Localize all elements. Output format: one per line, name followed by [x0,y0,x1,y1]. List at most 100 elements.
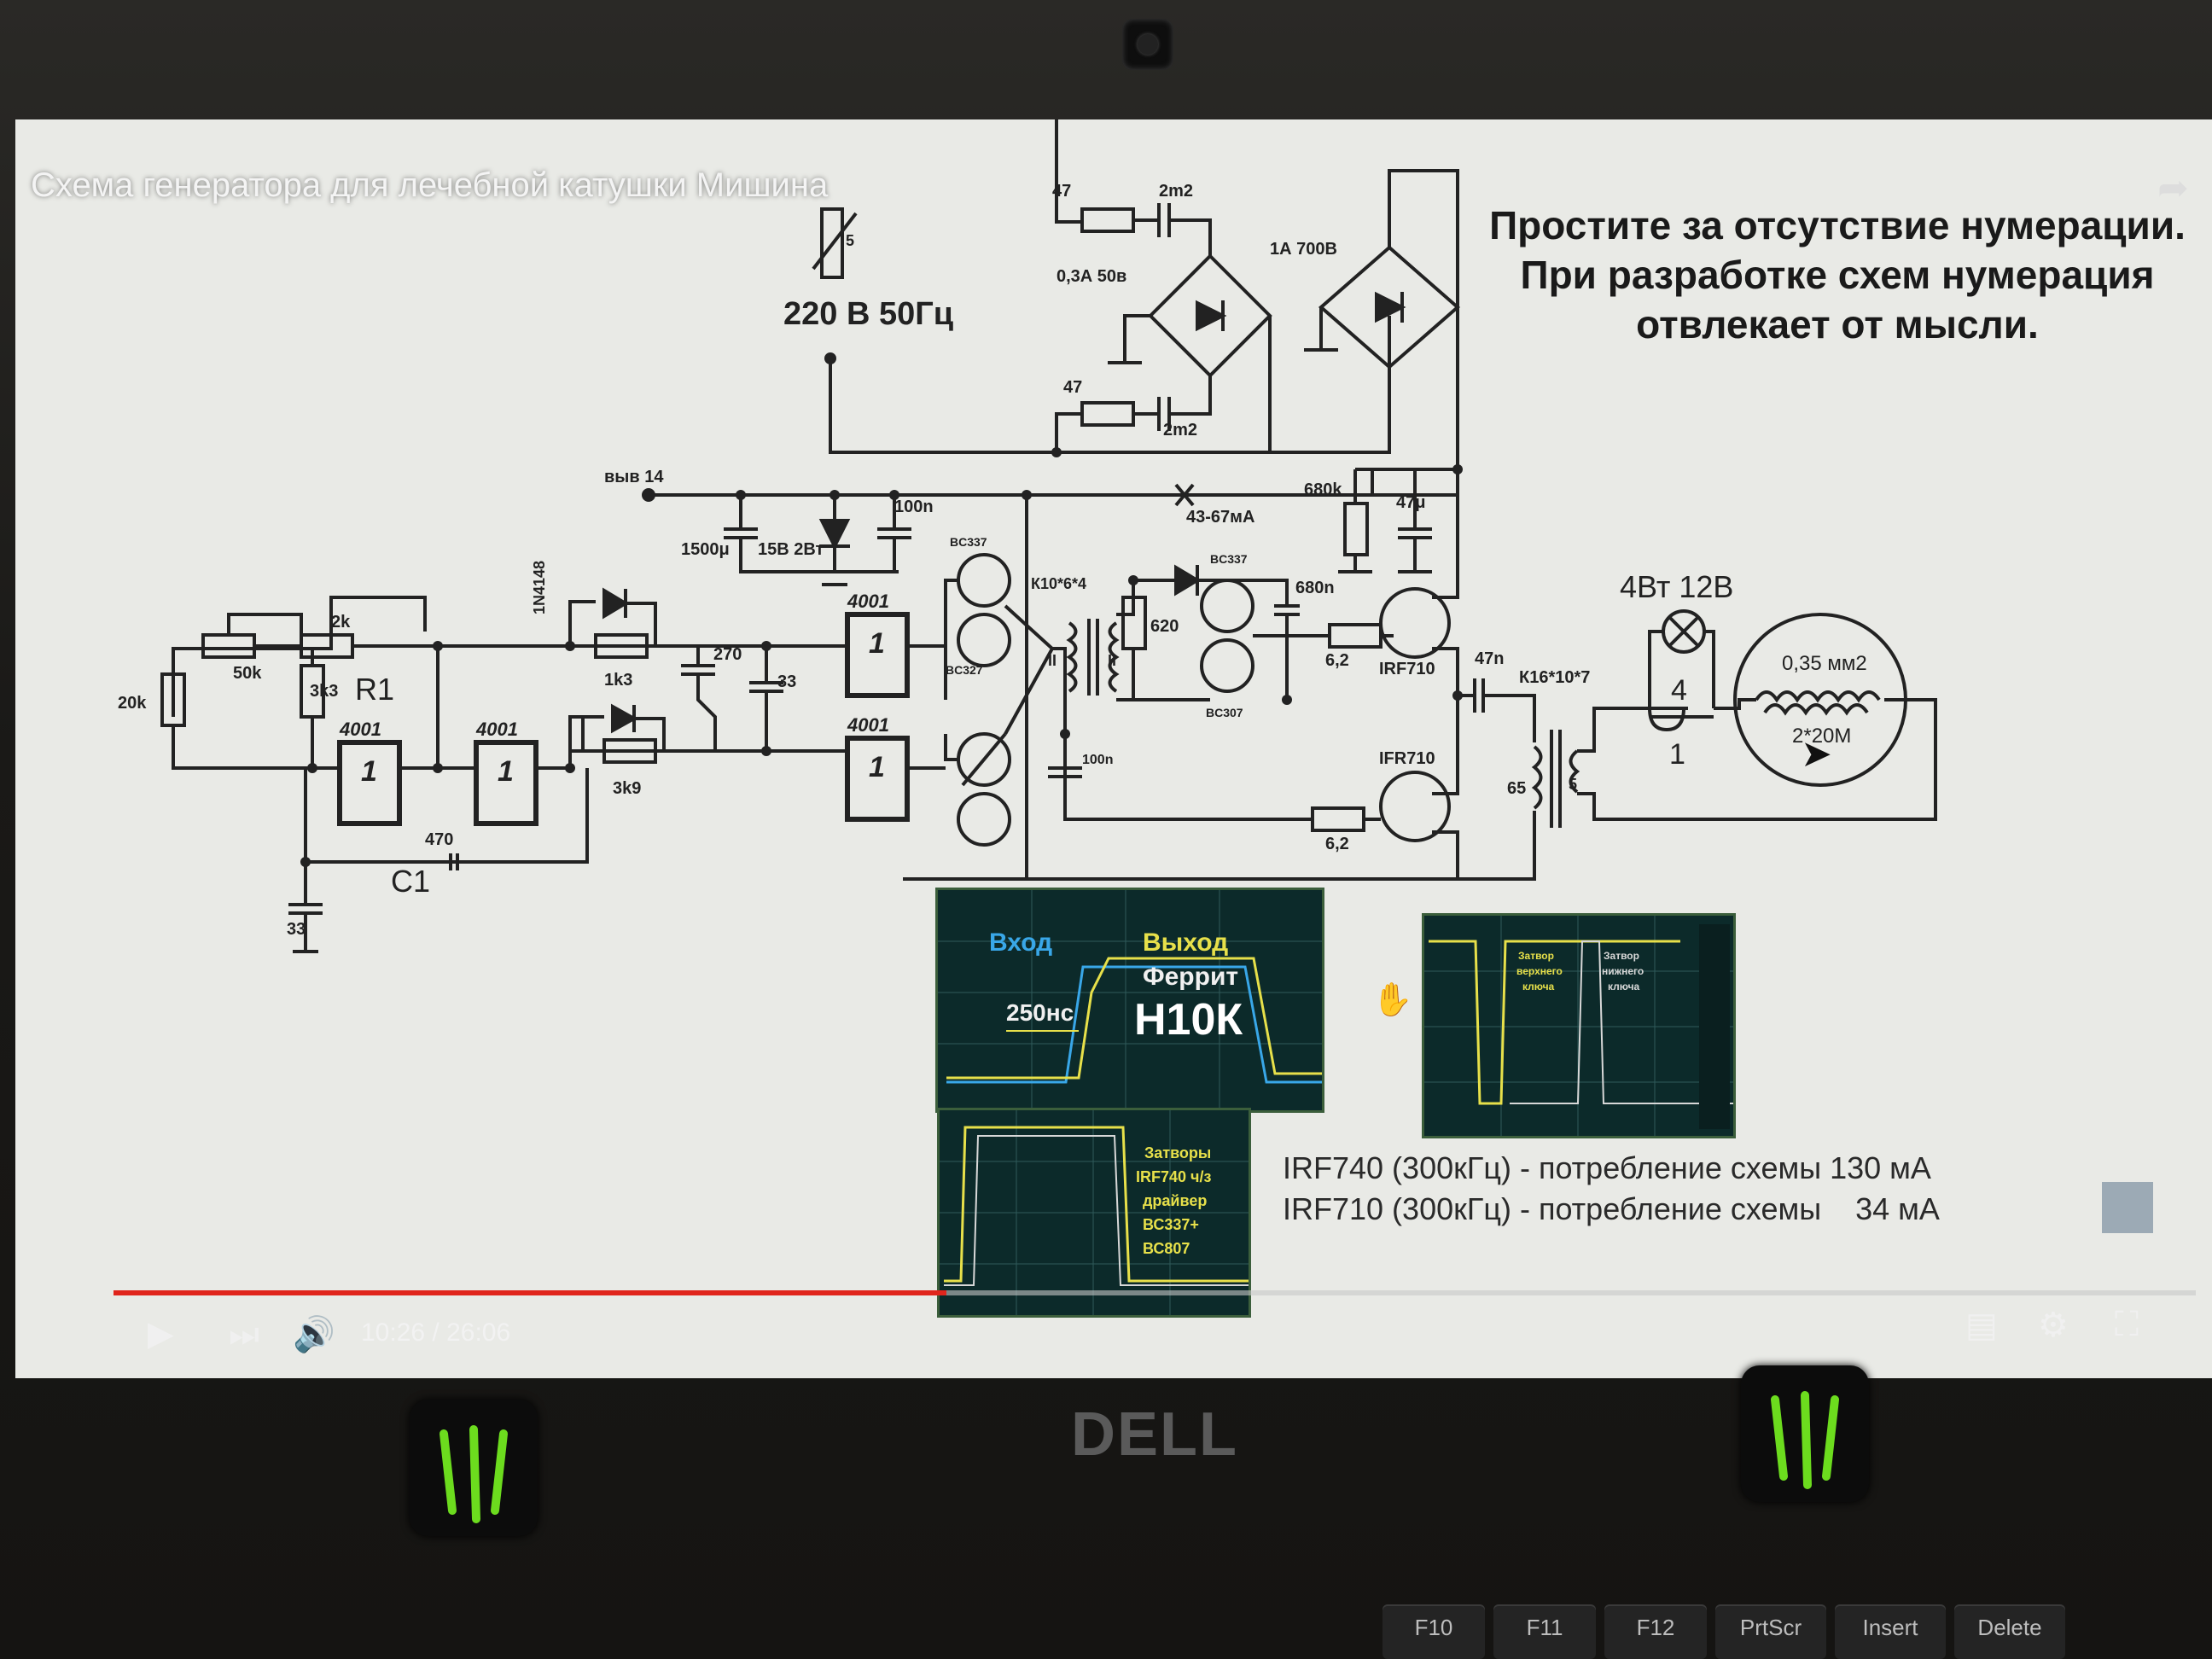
gate-a-symbol: 1 [361,755,377,788]
out-turns-label: 1 [1669,738,1685,771]
channel-watermark-icon[interactable] [2102,1182,2153,1233]
pin14-label: выв 14 [604,468,664,486]
key-f11[interactable]: F11 [1493,1604,1596,1659]
settings-hd-icon[interactable]: ⚙ [2038,1307,2069,1344]
monster-sticker-right [1741,1365,1869,1502]
circuit-schematic: 220 В 50Гц выв 14 47 2m2 47 2m2 0,3А 50в… [118,119,1937,953]
gate-4001-b-label: 4001 [475,719,518,740]
irf710-bottom-label: IFR710 [1379,749,1435,768]
r6-2-bottom-label: 6,2 [1325,835,1349,853]
c2m2-bottom-label: 2m2 [1163,421,1197,439]
w65-label: 65 [1507,779,1526,798]
key-prtscr[interactable]: PrtScr [1715,1604,1826,1659]
lamp-label: 4Вт 12В [1620,569,1733,604]
lamp-turns-label: 4 [1671,674,1687,707]
scope-gates-traces [940,1110,1249,1315]
consumption-note: IRF740 (300кГц) - потребление схемы 130 … [1283,1148,1940,1230]
scope-time-label: 250нс [1006,999,1074,1026]
r6-2-top-label: 6,2 [1325,651,1349,670]
c100n-top-label: 100n [894,498,934,516]
c33-mid-label: 33 [777,672,796,691]
scope-gates-line-5: ВС807 [1143,1240,1190,1257]
bc327-top-label: BC327 [946,663,983,677]
laptop-brand-logo: DELL [1071,1400,1238,1469]
mouse-pointer-icon: ➤ [1801,733,1832,775]
scope-gates-line-2: IRF740 ч/з [1136,1168,1212,1185]
w5-label: 5 [1569,776,1577,793]
tr-ii-a-label: II [1048,652,1057,669]
player-controls: ▶ ⏭ 🔊 10:26 / 26:06 ▤ ⚙ ⛶ [15,1306,2212,1374]
tr-ii-b-label: II [1108,652,1116,669]
r50k-label: 50k [233,664,262,683]
irf710-top-label: IRF710 [1379,660,1435,678]
next-icon[interactable]: ⏭ [229,1316,259,1353]
monster-logo-right-icon [1771,1391,1839,1489]
r3k3-label: 3k3 [310,682,338,701]
scope-lower-line-1: Затвор [1604,950,1639,962]
apology-line-2: При разработке схем нумерация [1520,253,2155,297]
gate-b-symbol: 1 [498,755,514,788]
scope-output-label: Выход [1143,928,1229,957]
monster-logo-left-icon [439,1425,508,1523]
gate-c-symbol: 1 [869,627,885,660]
r1-label: R1 [355,672,394,707]
c470-label: 470 [425,830,453,849]
coil-turns-label: 2*20М [1792,725,1851,748]
key-f10[interactable]: F10 [1382,1604,1485,1659]
r47-bottom-label: 47 [1063,378,1082,397]
c1500-label: 1500μ [681,540,730,559]
bridge2-label: 1А 700В [1270,240,1337,259]
scope-upper-line-1: Затвор [1518,950,1554,962]
gate-d-symbol: 1 [869,751,885,783]
scope-keys-traces [1424,916,1733,1136]
current-label: 43-67мА [1186,508,1254,527]
coil-wire-label: 0,35 мм2 [1782,652,1867,675]
fullscreen-icon[interactable]: ⛶ [2115,1306,2139,1343]
gate-4001-d-label: 4001 [847,714,889,736]
scope-ferrite-label: Феррит [1143,963,1239,991]
video-time: 10:26 / 26:06 [361,1318,511,1347]
video-title[interactable]: Схема генератора для лечебной катушки Ми… [31,166,829,204]
oscilloscope-ferrite: Вход Выход Феррит 250нс Н10К [935,888,1324,1113]
scope-upper-line-3: ключа [1522,981,1555,992]
key-delete[interactable]: Delete [1954,1604,2065,1659]
r20k-label: 20k [118,694,147,713]
key-insert[interactable]: Insert [1835,1604,1946,1659]
video-progress-bar[interactable] [114,1290,2196,1295]
mains-label: 220 В 50Гц [783,296,954,332]
subtitles-icon[interactable]: ▤ [1965,1307,1998,1344]
c1-label: C1 [391,864,430,899]
r2k-label: 2k [331,613,351,632]
keyboard-function-row: F10 F11 F12 PrtScr Insert Delete [1365,1604,2212,1659]
apology-note: Простите за отсутствие нумерации. При ра… [1475,201,2200,349]
c270-label: 270 [713,645,742,664]
webcam-icon [1122,19,1173,70]
c680n-label: 680n [1295,579,1335,597]
bridge1-label: 0,3А 50в [1057,267,1126,286]
volume-icon[interactable]: 🔊 [293,1316,335,1353]
r680k-label: 680k [1304,480,1342,499]
scope-gates-line-1: Затворы [1144,1144,1212,1161]
gate-4001-a-label: 4001 [339,719,381,740]
c100n-mid-label: 100n [1082,753,1113,767]
pot5-label: 5 [846,232,854,249]
scope-lower-line-3: ключа [1608,981,1640,992]
k10-label: К10*6*4 [1031,575,1086,592]
r1k3-label: 1k3 [604,671,632,690]
scope-lower-line-2: нижнего [1602,965,1644,977]
share-icon[interactable]: ➦ [2157,167,2189,209]
scope-gates-line-4: ВС337+ [1143,1216,1199,1233]
diode-1n4148-label: 1N4148 [531,561,548,614]
bc337-top-label: BC337 [950,535,987,549]
zener-label: 15В 2Вт [758,540,824,559]
consumption-line-1: IRF740 (300кГц) - потребление схемы 130 … [1283,1150,1931,1185]
gate-4001-c-label: 4001 [847,591,889,612]
bc307-label: BC307 [1206,706,1243,719]
c47u-label: 47μ [1396,493,1425,512]
oscilloscope-gates: Затворы IRF740 ч/з драйвер ВС337+ ВС807 [937,1108,1251,1318]
scope-input-label: Вход [989,928,1053,957]
video-progress-played [114,1290,946,1295]
play-icon[interactable]: ▶ [148,1315,174,1353]
video-player-screen[interactable]: 220 В 50Гц выв 14 47 2m2 47 2m2 0,3А 50в… [15,119,2212,1378]
key-f12[interactable]: F12 [1604,1604,1707,1659]
